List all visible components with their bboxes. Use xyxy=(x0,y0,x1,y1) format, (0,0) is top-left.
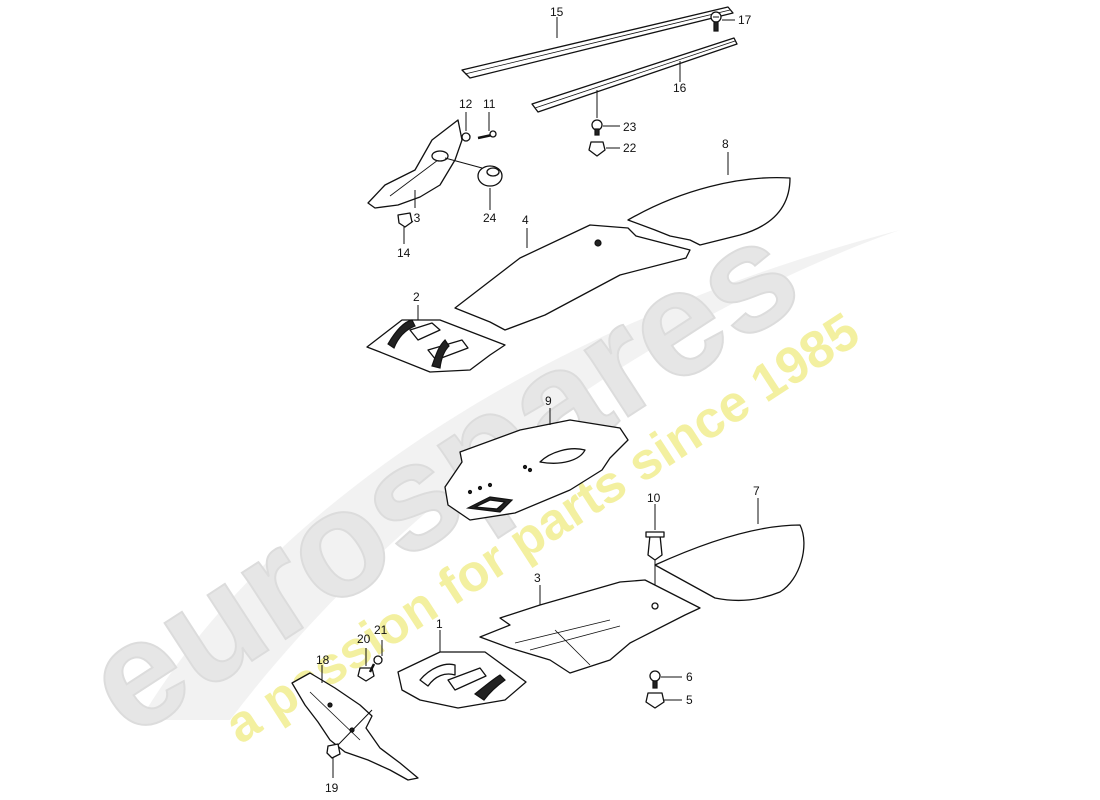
part-22-nut xyxy=(588,141,606,157)
part-1-heel-pad xyxy=(397,651,527,709)
part-23-screw xyxy=(591,119,603,136)
callout-2: 2 xyxy=(413,290,420,304)
part-3-carpet xyxy=(479,579,701,674)
callout-5: 5 xyxy=(686,693,693,707)
part-24-cap xyxy=(444,157,503,187)
callout-16: 16 xyxy=(673,81,687,95)
callout-17: 17 xyxy=(738,13,752,27)
callout-15: 15 xyxy=(550,5,564,19)
callout-24: 24 xyxy=(483,211,497,225)
callout-22: 22 xyxy=(623,141,637,155)
part-4-carpet xyxy=(454,224,691,331)
callout-12: 12 xyxy=(459,97,473,111)
callout-9: 9 xyxy=(545,394,552,408)
callout-23: 23 xyxy=(623,120,637,134)
callout-11: 11 xyxy=(483,97,496,111)
part-16-sill-strip xyxy=(531,37,738,113)
part-10-push-clip xyxy=(645,531,665,605)
part-13-trim-panel xyxy=(367,119,463,209)
part-15-sill-strip xyxy=(461,6,734,79)
callout-3: 3 xyxy=(534,571,541,585)
callout-6: 6 xyxy=(686,670,693,684)
callout-18: 18 xyxy=(316,653,330,667)
part-12-washer xyxy=(461,132,471,142)
part-6-screw xyxy=(649,670,661,689)
part-2-heel-pad xyxy=(366,319,506,373)
callout-4: 4 xyxy=(522,213,529,227)
part-21-screw xyxy=(368,655,383,673)
part-8-carpet xyxy=(627,176,791,246)
part-14-clip xyxy=(397,212,413,228)
part-18-trim-panel xyxy=(291,672,419,781)
part-19-clip xyxy=(326,743,341,759)
part-7-carpet xyxy=(654,524,805,602)
callout-20: 20 xyxy=(357,632,371,646)
callout-1: 1 xyxy=(436,617,443,631)
callout-8: 8 xyxy=(722,137,729,151)
part-9-floor-mat xyxy=(444,419,629,521)
callout-10: 10 xyxy=(647,491,661,505)
callout-14: 14 xyxy=(397,246,411,260)
part-11-screw xyxy=(477,130,497,140)
callout-21: 21 xyxy=(374,623,388,637)
part-5-nut xyxy=(645,692,665,709)
watermark-swoosh xyxy=(140,230,900,720)
callout-19: 19 xyxy=(325,781,339,795)
callout-7: 7 xyxy=(753,484,760,498)
part-17-screw xyxy=(710,11,722,32)
